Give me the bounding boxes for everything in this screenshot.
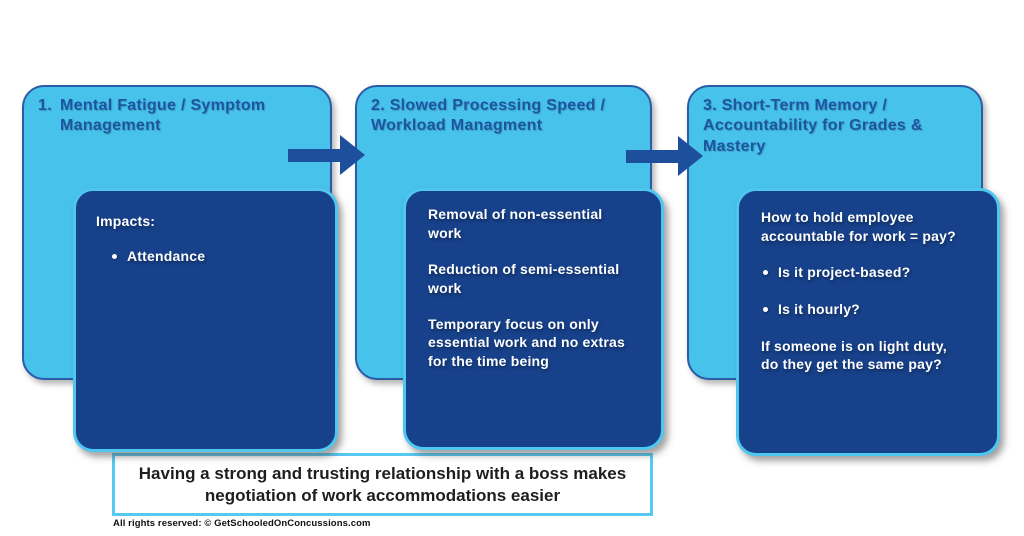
panel-2-paragraph: Removal of non-essential work <box>428 206 603 241</box>
panel-3-note: If someone is on light duty, do they get… <box>761 337 947 373</box>
stage-1-title-text: Mental Fatigue / Symptom Management <box>60 97 266 135</box>
list-item: Is it hourly? <box>763 300 979 319</box>
arrow-shaft <box>626 149 678 163</box>
stage-2-title: 2. Slowed Processing Speed / Workload Ma… <box>371 97 606 135</box>
caption-box: Having a strong and trusting relationshi… <box>112 453 653 516</box>
arrow-right-icon <box>626 136 703 176</box>
panel-2-paragraph: Temporary focus on only essential work a… <box>428 315 626 370</box>
list-item: Attendance <box>112 247 315 266</box>
arrow-head <box>678 136 703 176</box>
panel-1-heading: Impacts: <box>96 213 156 229</box>
arrow-head <box>340 135 365 175</box>
panel-2-paragraph: Reduction of semi-essential work <box>428 260 620 296</box>
list-item: Is it project-based? <box>763 263 979 282</box>
caption-text: Having a strong and trusting relationshi… <box>138 464 627 505</box>
copyright-text: All rights reserved: © GetSchooledOnConc… <box>113 518 371 529</box>
stage-3-detail-panel: How to hold employee accountable for wor… <box>736 188 1000 456</box>
bullet-dot-icon <box>763 306 768 312</box>
arrow-shaft <box>288 148 340 162</box>
stage-1-detail-panel: Impacts: Attendance <box>73 188 338 452</box>
arrow-right-icon <box>288 135 365 175</box>
stage-1-title: 1. Mental Fatigue / Symptom Management <box>24 87 330 137</box>
stage-1-number: 1. <box>38 97 52 114</box>
stage-2-detail-panel: Removal of non-essential work Reduction … <box>403 188 664 450</box>
bullet-dot-icon <box>763 269 768 275</box>
stage-3-title: 3. Short-Term Memory / Accountability fo… <box>703 97 923 155</box>
panel-3-bullet-text: Is it hourly? <box>778 300 860 317</box>
panel-3-heading: How to hold employee accountable for wor… <box>761 209 956 244</box>
bullet-dot-icon <box>112 253 117 259</box>
panel-1-bullet-text: Attendance <box>127 247 206 264</box>
panel-3-bullet-text: Is it project-based? <box>778 263 911 280</box>
